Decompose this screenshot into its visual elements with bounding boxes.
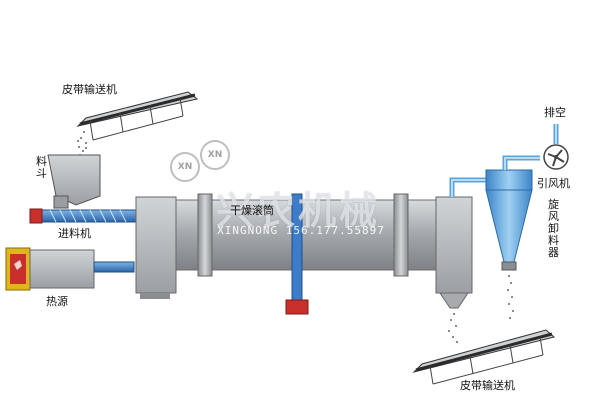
- label-cyclone: 旋风卸料器: [548, 198, 559, 259]
- label-dryer-drum: 干燥滚筒: [230, 204, 274, 217]
- duct-to-cyclone: [449, 177, 490, 197]
- belt-conveyor-top: [76, 91, 199, 156]
- watermark-contact: XINGNONG 156.177.55897: [217, 224, 385, 237]
- label-exhaust: 排空: [544, 106, 566, 119]
- gear-logo-icon: XN: [170, 152, 200, 182]
- feed-hopper: [47, 154, 101, 209]
- dryer-drum: [135, 193, 473, 315]
- belt-conveyor-bottom: [412, 329, 556, 385]
- label-heat-source: 热源: [46, 295, 68, 308]
- label-belt-conveyor-top: 皮带输送机: [62, 83, 117, 96]
- label-screw-feeder: 进料机: [58, 227, 91, 240]
- duct-to-fan: [502, 124, 559, 170]
- fan-icon: [543, 144, 569, 170]
- cyclone-separator: [485, 169, 533, 271]
- gear-logo-icon: XN: [200, 140, 230, 170]
- motor-icon: [29, 208, 43, 224]
- heat-source-furnace: [5, 247, 135, 291]
- watermark-brand: 兴农机械: [215, 189, 380, 233]
- label-belt-conveyor-bottom: 皮带输送机: [460, 379, 515, 392]
- label-hopper: 料斗: [36, 155, 47, 180]
- drive-motor-icon: [285, 299, 309, 315]
- label-induced-draft-fan: 引风机: [537, 177, 570, 190]
- falling-material-top: [77, 131, 87, 156]
- screw-feeder: [29, 208, 139, 224]
- falling-material-bottom: [448, 275, 514, 343]
